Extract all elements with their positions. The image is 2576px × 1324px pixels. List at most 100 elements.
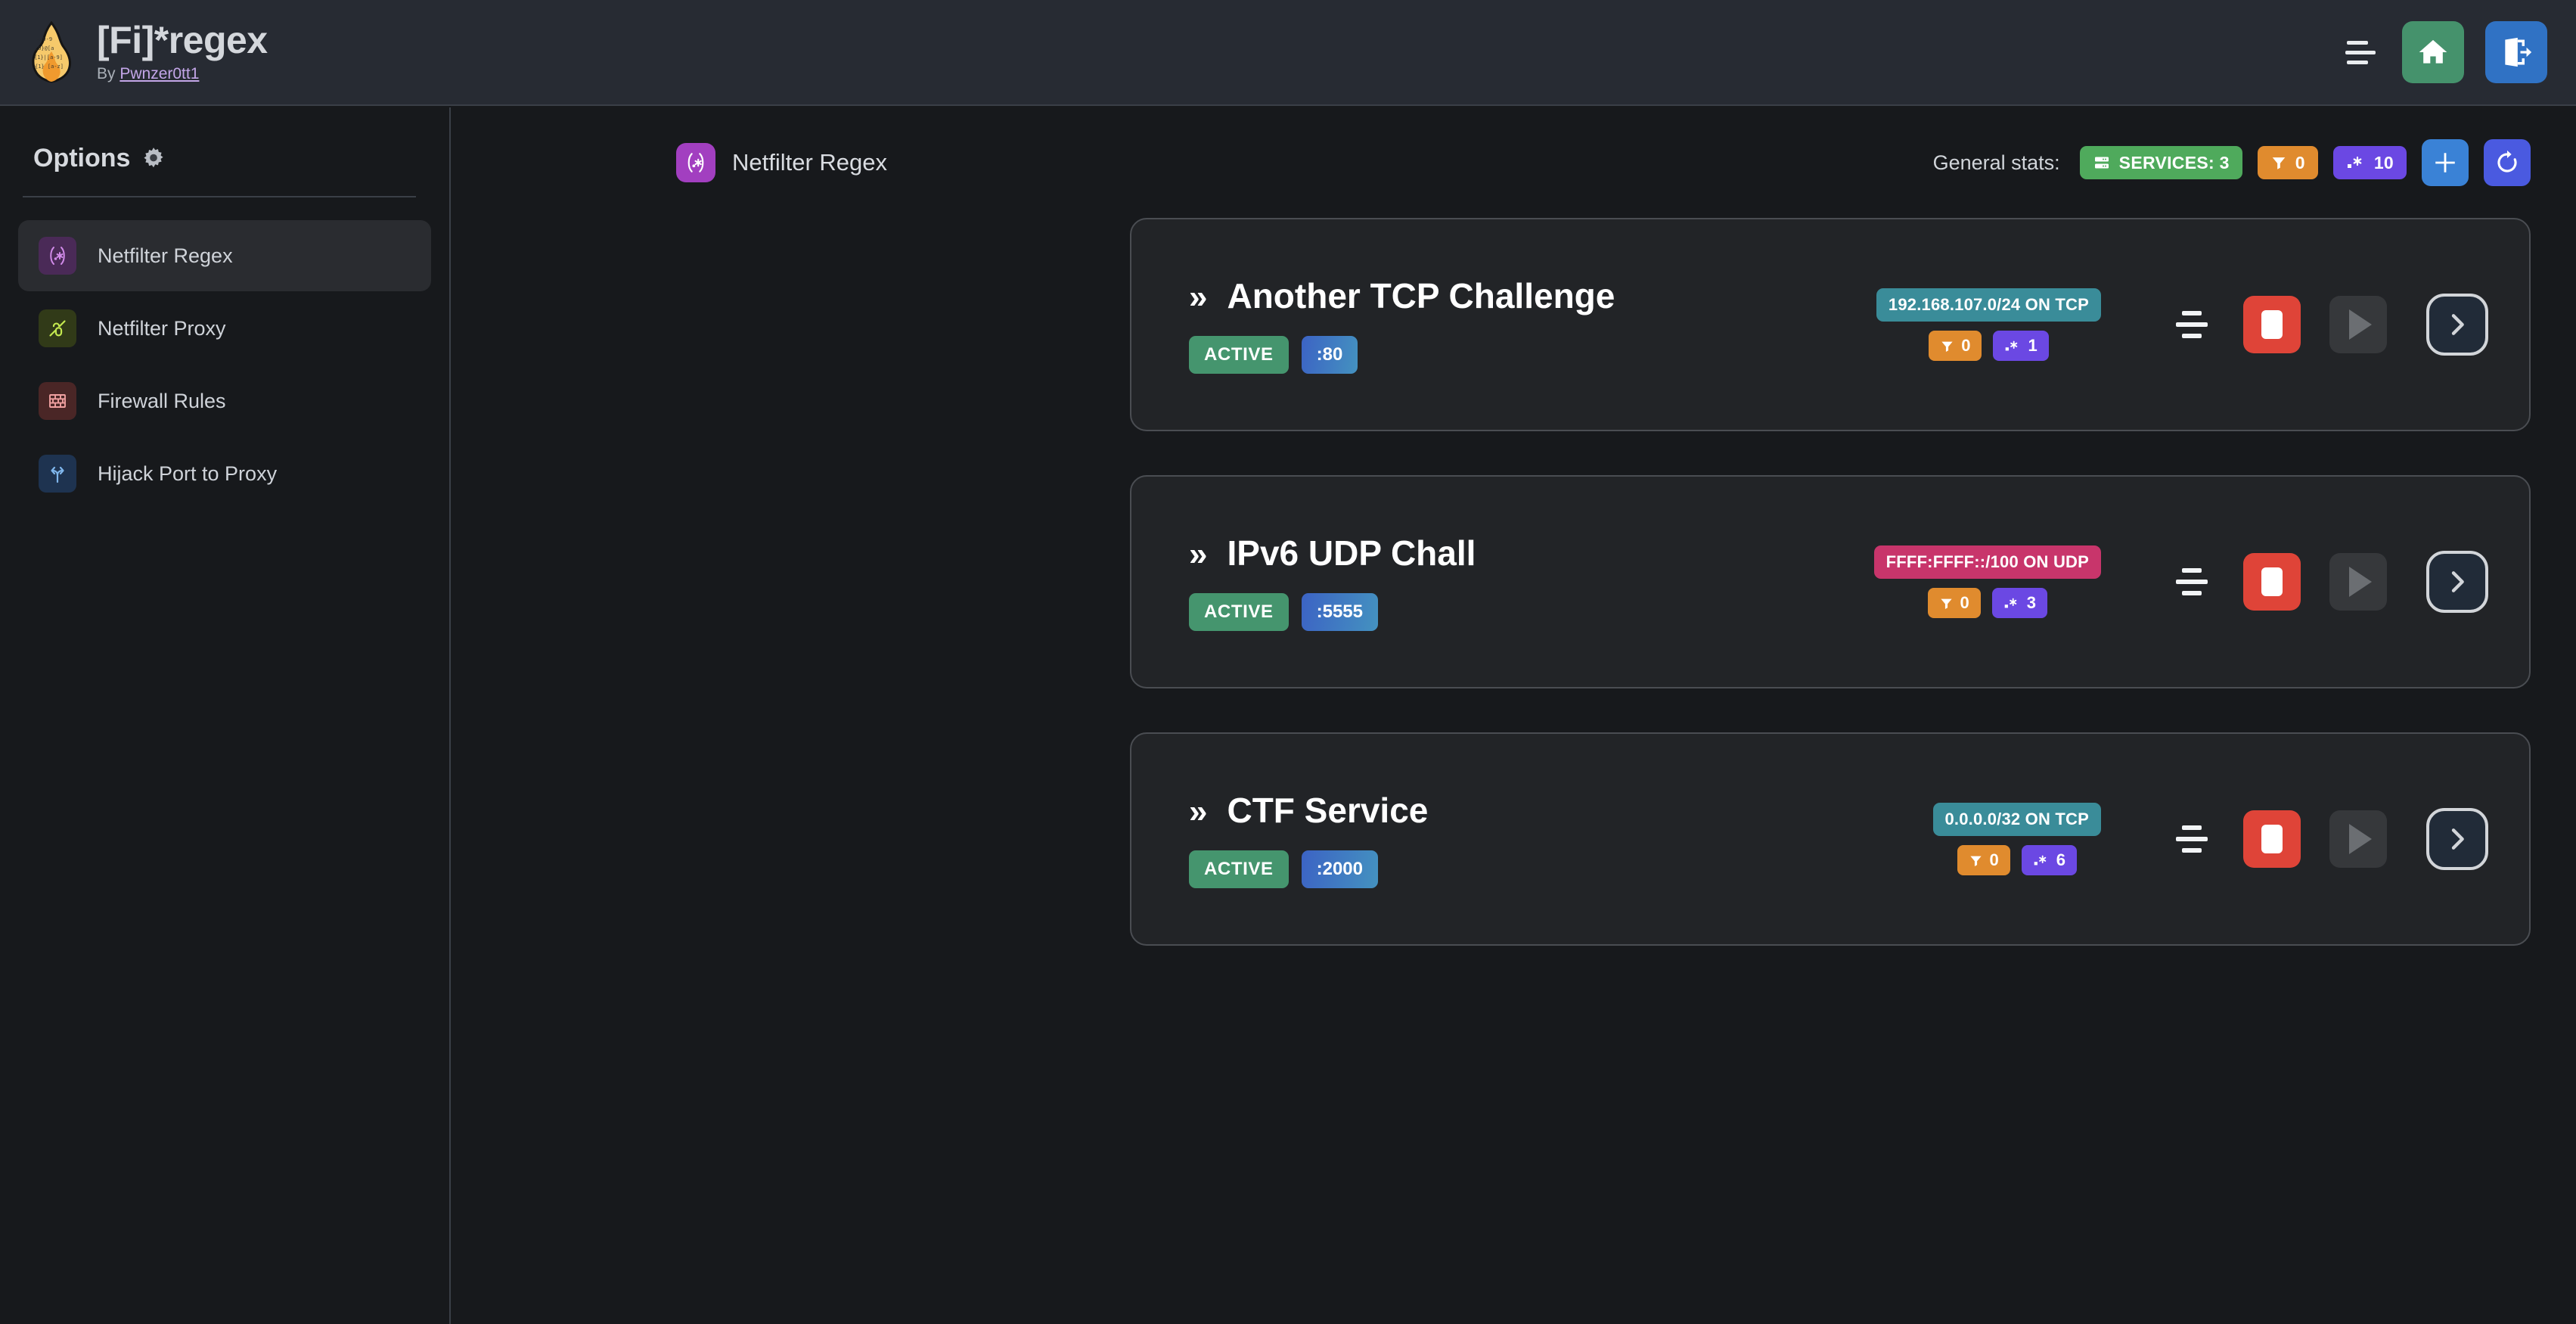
add-service-button[interactable] [2422, 139, 2469, 186]
refresh-button[interactable] [2484, 139, 2531, 186]
service-card[interactable]: » CTF Service ACTIVE :2000 0.0.0.0/32 ON… [1130, 732, 2531, 946]
service-network-stats: 0.0.0.0/32 ON TCP 0 [1932, 803, 2101, 875]
sidebar-item-label: Netfilter Regex [98, 244, 233, 267]
service-title-row: » IPv6 UDP Chall [1189, 533, 1476, 573]
service-filters-count: 0 [1960, 593, 1969, 612]
service-regexes-count: 6 [2056, 850, 2065, 869]
play-icon [2349, 309, 2372, 340]
port-badge: :2000 [1301, 850, 1378, 888]
sidebar-heading-label: Options [33, 144, 131, 172]
network-badge: FFFF:FFFF::/100 ON UDP [1873, 545, 2101, 579]
funnel-icon [1969, 856, 1982, 866]
logout-button[interactable] [2485, 21, 2547, 83]
align-lines-icon[interactable] [2171, 303, 2213, 346]
brick-wall-icon [39, 382, 76, 420]
regex-dot-star-icon [2034, 855, 2047, 865]
services-list: » Another TCP Challenge ACTIVE :80 192.1… [1130, 218, 2531, 946]
service-regexes-badge[interactable]: 1 [1993, 331, 2049, 361]
author-link[interactable]: Pwnzer0tt1 [119, 65, 200, 82]
service-filters-badge[interactable]: 0 [1929, 331, 1982, 361]
sidebar-item-firewall-rules[interactable]: Firewall Rules [18, 365, 431, 437]
sidebar-item-netfilter-regex[interactable]: Netfilter Regex [18, 220, 431, 291]
service-detail-button[interactable] [2426, 294, 2488, 356]
play-button[interactable] [2329, 553, 2387, 611]
status-badge: ACTIVE [1189, 336, 1289, 374]
menu-lines-icon[interactable] [2340, 37, 2381, 67]
service-network-stats: FFFF:FFFF::/100 ON UDP 0 [1873, 545, 2101, 618]
page-title: Netfilter Regex [732, 149, 888, 176]
regex-dot-star-icon [2004, 598, 2017, 608]
chevron-right-icon [2451, 828, 2464, 850]
double-chevron-icon: » [1189, 278, 1208, 315]
logout-icon [2505, 37, 2532, 67]
service-regexes-badge[interactable]: 6 [2021, 845, 2077, 875]
service-info: » IPv6 UDP Chall ACTIVE :5555 [1189, 533, 1476, 631]
service-title-row: » Another TCP Challenge [1189, 275, 1615, 316]
service-actions: 192.168.107.0/24 ON TCP 0 [1876, 288, 2488, 361]
status-badge: ACTIVE [1189, 593, 1289, 631]
network-badge: 0.0.0.0/32 ON TCP [1932, 803, 2101, 836]
brand: -z0-9 ,0}@[a {1}|[a-9] {1} [a-z] [Fi]*re… [26, 20, 268, 83]
stat-filters-text: 0 [2295, 152, 2305, 172]
stop-icon [2261, 310, 2283, 339]
service-card[interactable]: » IPv6 UDP Chall ACTIVE :5555 FFFF:FFFF:… [1130, 475, 2531, 688]
svg-text:,0}@[a: ,0}@[a [35, 45, 54, 51]
chevron-right-icon [2451, 571, 2464, 592]
gear-icon [144, 147, 164, 167]
home-icon [2419, 39, 2447, 64]
stop-button[interactable] [2243, 810, 2301, 868]
stop-button[interactable] [2243, 553, 2301, 611]
header-actions [2340, 21, 2547, 83]
sidebar-heading: Options [33, 144, 449, 173]
stop-icon [2261, 567, 2283, 596]
sidebar-item-hijack-port-to-proxy[interactable]: Hijack Port to Proxy [18, 438, 431, 509]
align-lines-icon[interactable] [2171, 561, 2213, 603]
double-chevron-icon: » [1189, 793, 1208, 830]
service-filters-badge[interactable]: 0 [1927, 588, 1981, 618]
stop-button[interactable] [2243, 296, 2301, 353]
funnel-icon [1940, 598, 1952, 609]
service-regexes-badge[interactable]: 3 [1991, 588, 2048, 618]
port-badge: :5555 [1301, 593, 1378, 631]
regex-icon [39, 237, 76, 275]
funnel-icon [2272, 157, 2285, 169]
service-detail-button[interactable] [2426, 551, 2488, 613]
service-regexes-count: 3 [2026, 593, 2037, 612]
service-filters-badge[interactable]: 0 [1957, 845, 2010, 875]
service-actions: FFFF:FFFF::/100 ON UDP 0 [1873, 545, 2488, 618]
service-badges: ACTIVE :2000 [1189, 850, 1428, 888]
server-icon [2094, 157, 2109, 169]
by-label: By [97, 65, 120, 82]
general-stats-label: General stats: [1932, 151, 2060, 174]
svg-text:-z0-9: -z0-9 [36, 36, 52, 42]
service-card[interactable]: » Another TCP Challenge ACTIVE :80 192.1… [1130, 218, 2531, 431]
general-stats: General stats: SERVICES: 3 0 [1933, 139, 2531, 186]
service-badges: ACTIVE :5555 [1189, 593, 1476, 631]
play-button[interactable] [2329, 296, 2387, 353]
play-icon [2349, 567, 2372, 597]
service-detail-button[interactable] [2426, 808, 2488, 870]
refresh-icon [2497, 150, 2517, 172]
flame-regex-logo-icon: -z0-9 ,0}@[a {1}|[a-9] {1} [a-z] [26, 20, 77, 83]
play-button[interactable] [2329, 810, 2387, 868]
service-info: » CTF Service ACTIVE :2000 [1189, 790, 1428, 888]
regex-dot-star-icon [2006, 340, 2018, 350]
stat-regexes-badge[interactable]: 10 [2332, 146, 2407, 179]
sidebar: Options Netfilter Reg [0, 107, 451, 1324]
plug-connect-icon [39, 309, 76, 347]
chevron-right-icon [2451, 314, 2464, 335]
stat-services-text: SERVICES: 3 [2118, 152, 2230, 172]
regex-dot-star-icon [2347, 156, 2362, 168]
route-fork-icon [39, 455, 76, 493]
sidebar-item-netfilter-proxy[interactable]: Netfilter Proxy [18, 293, 431, 364]
align-lines-icon[interactable] [2171, 818, 2213, 860]
service-name: CTF Service [1227, 791, 1429, 830]
home-button[interactable] [2402, 21, 2464, 83]
stat-filters-badge[interactable]: 0 [2257, 146, 2318, 179]
sidebar-divider [23, 196, 416, 197]
port-badge: :80 [1301, 336, 1358, 374]
svg-text:{1} [a-z]: {1} [a-z] [35, 64, 64, 70]
service-name: Another TCP Challenge [1227, 276, 1615, 315]
stat-services-badge[interactable]: SERVICES: 3 [2079, 146, 2242, 179]
funnel-icon [1941, 341, 1953, 352]
